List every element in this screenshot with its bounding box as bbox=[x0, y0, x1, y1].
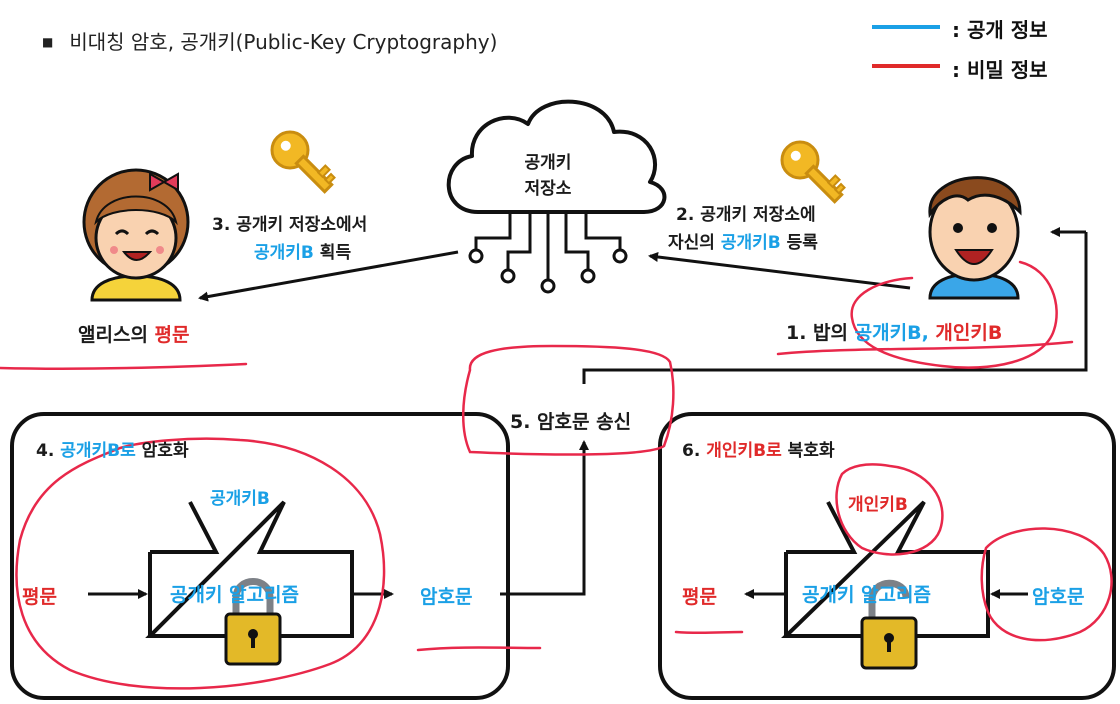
decrypt-step-key: 개인키B로 bbox=[706, 441, 782, 461]
bob-private-key: 개인키B bbox=[935, 322, 1003, 344]
alice-name: 앨리스의 bbox=[78, 324, 155, 346]
encrypt-output-ciphertext: 암호문 bbox=[420, 586, 473, 608]
encrypt-input-plaintext: 평문 bbox=[22, 586, 57, 608]
encrypt-panel bbox=[10, 412, 510, 700]
cloud-icon bbox=[446, 99, 667, 214]
cloud-label-line2: 저장소 bbox=[524, 179, 572, 199]
encrypt-key-label: 공개키B bbox=[210, 489, 270, 509]
decrypt-input-ciphertext: 암호문 bbox=[1032, 586, 1085, 608]
lock-icon bbox=[224, 578, 282, 666]
alice-avatar bbox=[82, 168, 190, 302]
step2-suffix: 등록 bbox=[780, 233, 818, 253]
step3-suffix: 획득 bbox=[313, 243, 352, 263]
key-icon bbox=[780, 140, 846, 204]
alice-label: 앨리스의 평문 bbox=[78, 320, 190, 347]
decrypt-step-suffix: 복호화 bbox=[781, 441, 835, 461]
step2-line1: 2. 공개키 저장소에 bbox=[676, 205, 816, 225]
bullet-icon: ■ bbox=[42, 35, 54, 49]
title-text: 비대칭 암호, 공개키(Public-Key Cryptography) bbox=[69, 30, 498, 54]
bob-label: 1. 밥의 공개키B, 개인키B bbox=[786, 318, 1002, 345]
step3-line1: 3. 공개키 저장소에서 bbox=[212, 215, 368, 235]
unlock-icon bbox=[860, 579, 918, 670]
decrypt-output-plaintext: 평문 bbox=[682, 586, 717, 608]
encrypt-algorithm-label: 공개키 알고리즘 bbox=[170, 584, 299, 606]
connector-bob-to-send bbox=[582, 232, 1088, 384]
arrow-bob-to-cloud bbox=[648, 252, 911, 290]
step3-key-label: 공개키B bbox=[254, 243, 314, 263]
encrypt-step-suffix: 암호화 bbox=[135, 441, 189, 461]
encrypt-step-prefix: 4. bbox=[36, 441, 61, 461]
legend-secret-label: : 비밀 정보 bbox=[952, 58, 1048, 82]
hand-annotations bbox=[0, 260, 1113, 690]
cloud-label-line1: 공개키 bbox=[524, 153, 572, 173]
page-title: ■ 비대칭 암호, 공개키(Public-Key Cryptography) bbox=[42, 26, 497, 55]
encrypt-step-key: 공개키B로 bbox=[60, 441, 136, 461]
decrypt-algorithm-box bbox=[781, 500, 990, 638]
key-icon bbox=[270, 130, 336, 194]
legend-public-label: : 공개 정보 bbox=[952, 18, 1048, 42]
decrypt-step-prefix: 6. bbox=[682, 441, 707, 461]
step2-key-label: 공개키B bbox=[720, 233, 781, 253]
bob-public-key: 공개키B, bbox=[854, 322, 936, 344]
decrypt-step-label: 6. 개인키B로 복호화 bbox=[682, 436, 835, 461]
step2-prefix: 자신의 bbox=[668, 233, 721, 253]
bob-avatar bbox=[928, 176, 1022, 300]
bob-prefix: 1. 밥의 bbox=[786, 322, 855, 344]
encrypt-step-label: 4. 공개키B로 암호화 bbox=[36, 436, 189, 461]
decrypt-key-label: 개인키B bbox=[848, 495, 908, 515]
decrypt-panel bbox=[658, 412, 1116, 700]
arrow-cloud-to-alice bbox=[198, 250, 459, 302]
step3-line2: 공개키B 획득 bbox=[254, 238, 351, 263]
decrypt-algorithm-label: 공개키 알고리즘 bbox=[802, 584, 931, 606]
arrow-cipher-to-send bbox=[500, 440, 589, 596]
alice-plaintext: 평문 bbox=[154, 324, 190, 346]
cloud-circuit-lines bbox=[468, 214, 628, 294]
step5-label: 5. 암호문 송신 bbox=[510, 411, 632, 433]
step2-line2: 자신의 공개키B 등록 bbox=[668, 228, 818, 253]
